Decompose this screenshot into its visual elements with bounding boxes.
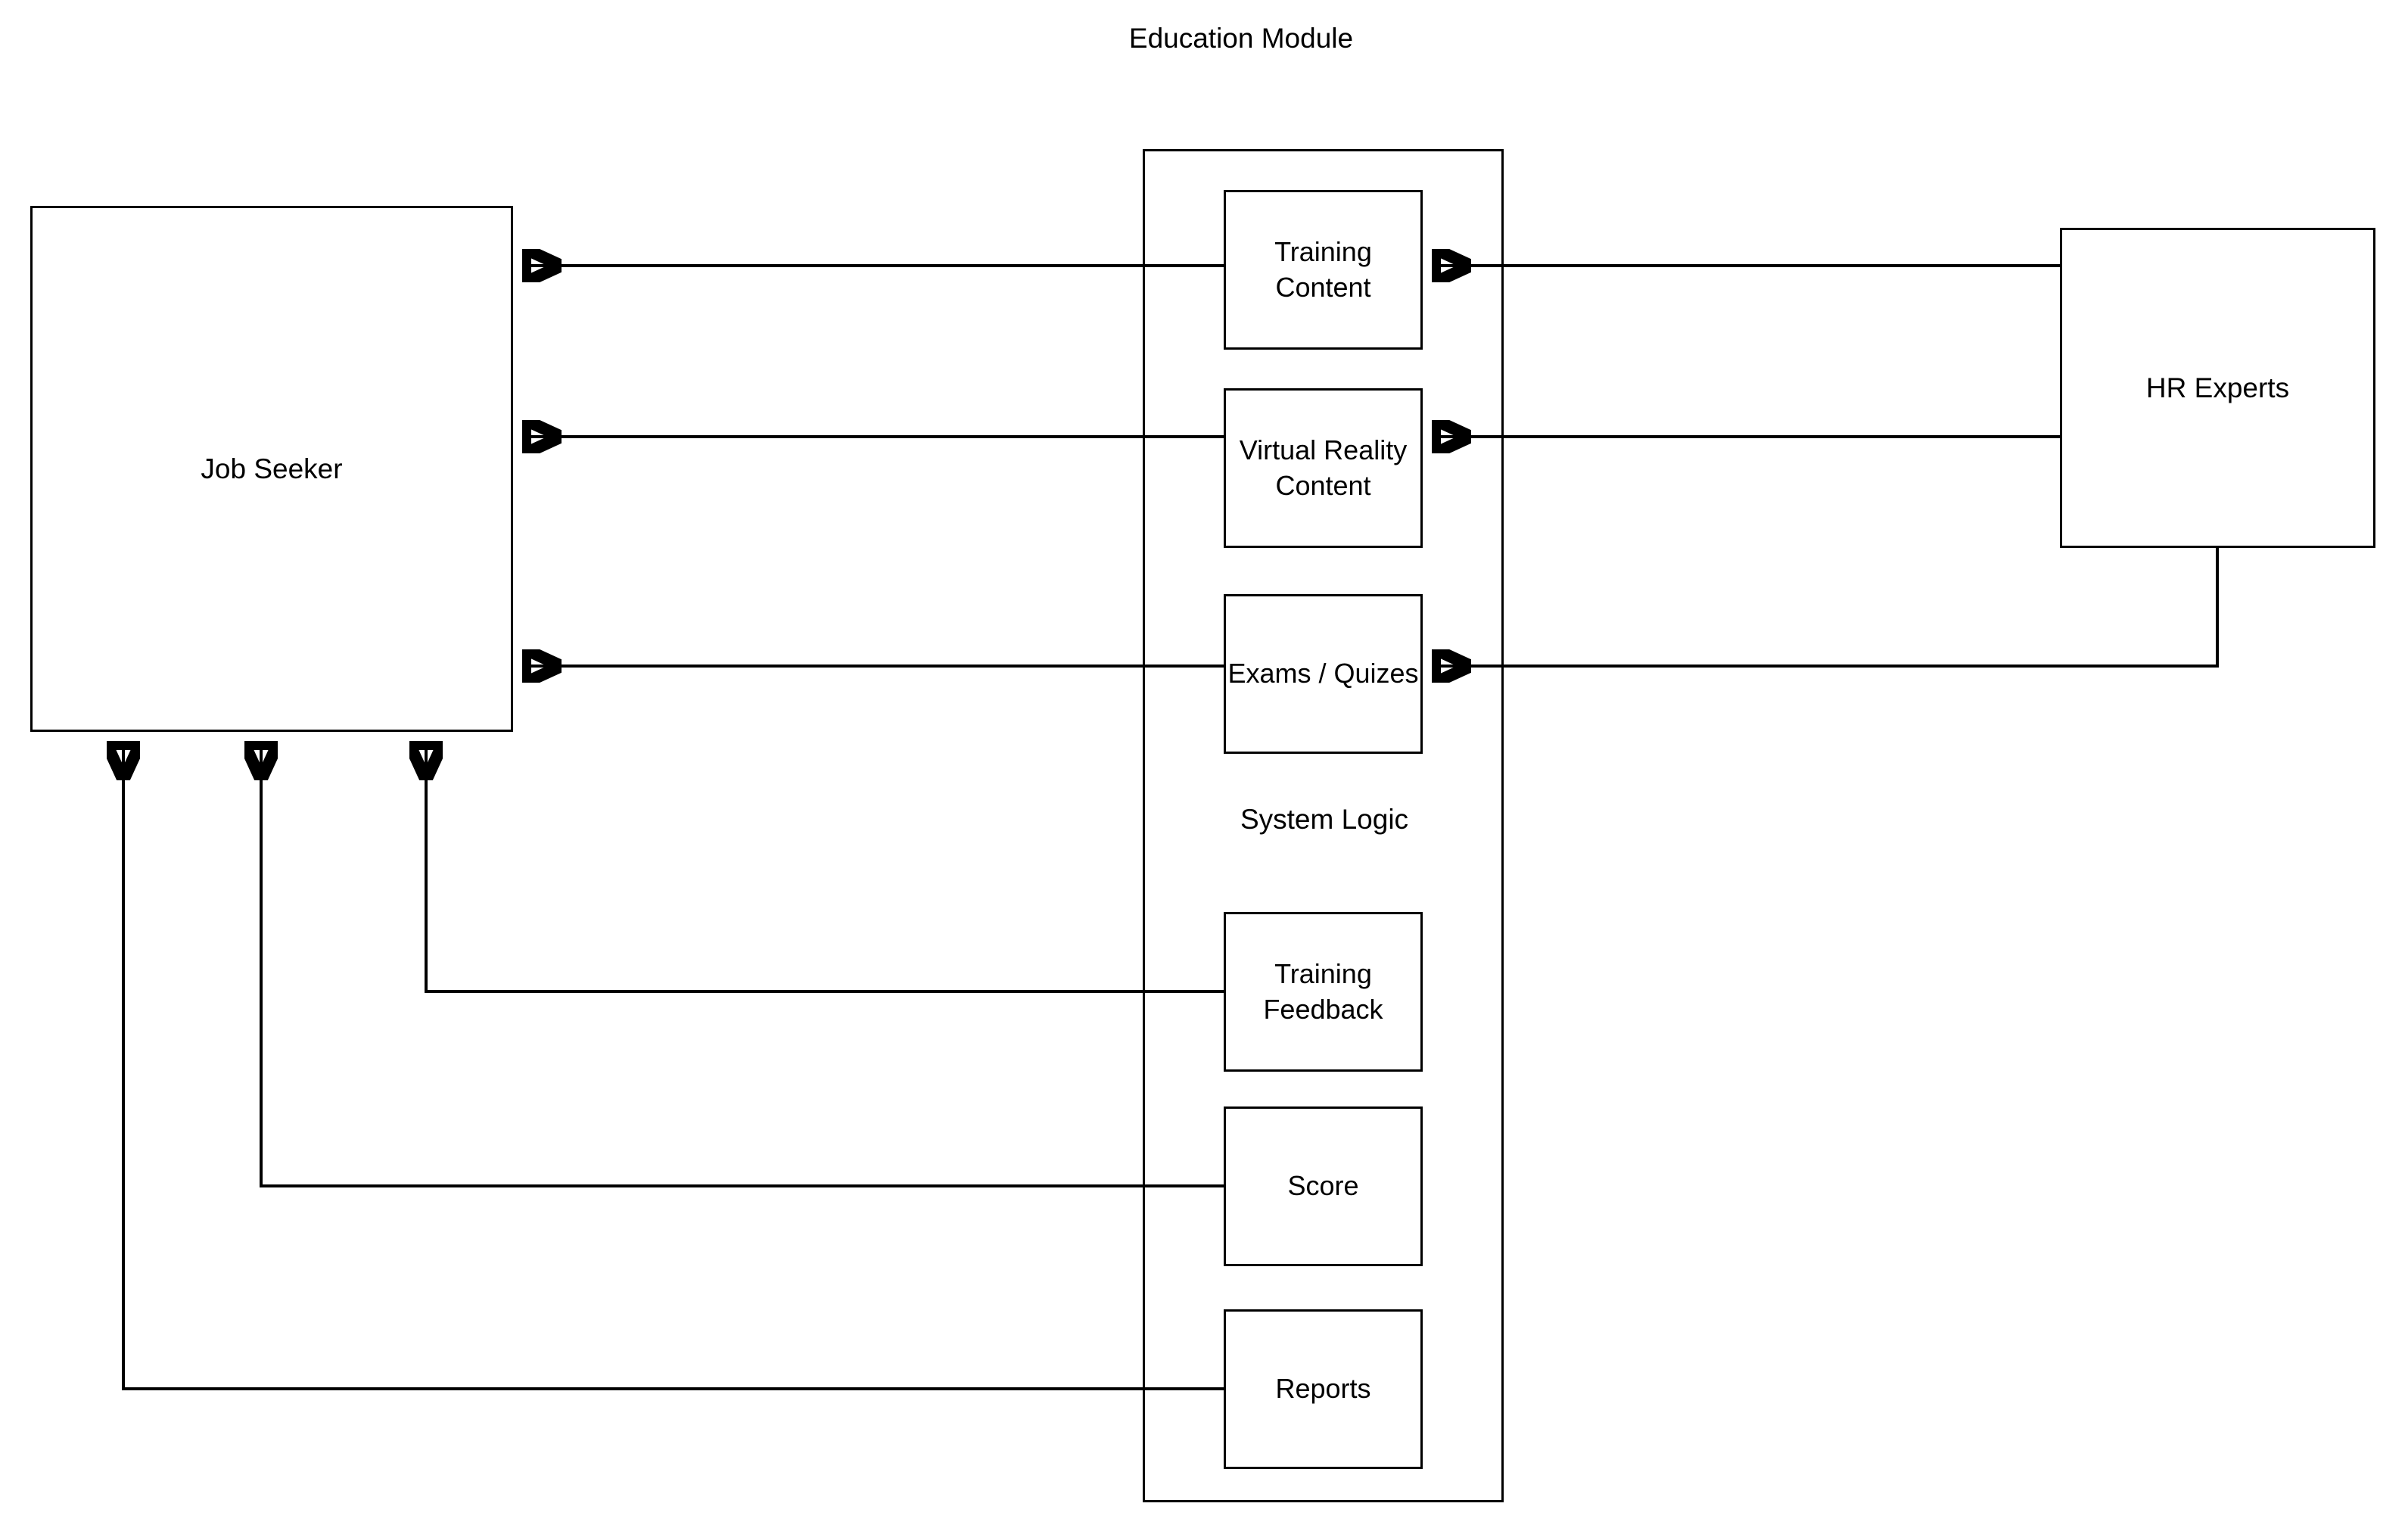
node-virtual-reality-content-label: Virtual Reality Content <box>1239 434 1408 501</box>
node-training-content[interactable]: Training Content <box>1224 190 1423 350</box>
diagram-title: Education Module <box>1128 23 1354 54</box>
edge-hr-to-exams-quizes <box>1435 548 2219 666</box>
education-module-container <box>1143 149 1504 1502</box>
edge-reports-to-job-seeker <box>123 744 1224 1390</box>
node-hr-experts-label: HR Experts <box>2145 372 2290 403</box>
node-score[interactable]: Score <box>1224 1106 1423 1266</box>
node-training-content-label: Training Content <box>1274 236 1372 303</box>
node-reports-label: Reports <box>1275 1373 1371 1405</box>
node-hr-experts[interactable]: HR Experts <box>2060 228 2375 548</box>
node-training-feedback[interactable]: Training Feedback <box>1224 912 1423 1072</box>
edge-training-feedback-to-job-seeker <box>426 744 1224 993</box>
node-job-seeker-label: Job Seeker <box>201 453 343 484</box>
node-virtual-reality-content[interactable]: Virtual Reality Content <box>1224 388 1423 548</box>
node-training-feedback-label: Training Feedback <box>1263 958 1383 1025</box>
edge-score-to-job-seeker <box>261 744 1224 1187</box>
node-exams-quizes[interactable]: Exams / Quizes <box>1224 594 1423 754</box>
node-job-seeker[interactable]: Job Seeker <box>30 206 513 732</box>
node-score-label: Score <box>1287 1170 1359 1202</box>
system-logic-label: System Logic <box>1240 804 1409 835</box>
node-exams-quizes-label: Exams / Quizes <box>1227 658 1419 689</box>
node-reports[interactable]: Reports <box>1224 1309 1423 1469</box>
